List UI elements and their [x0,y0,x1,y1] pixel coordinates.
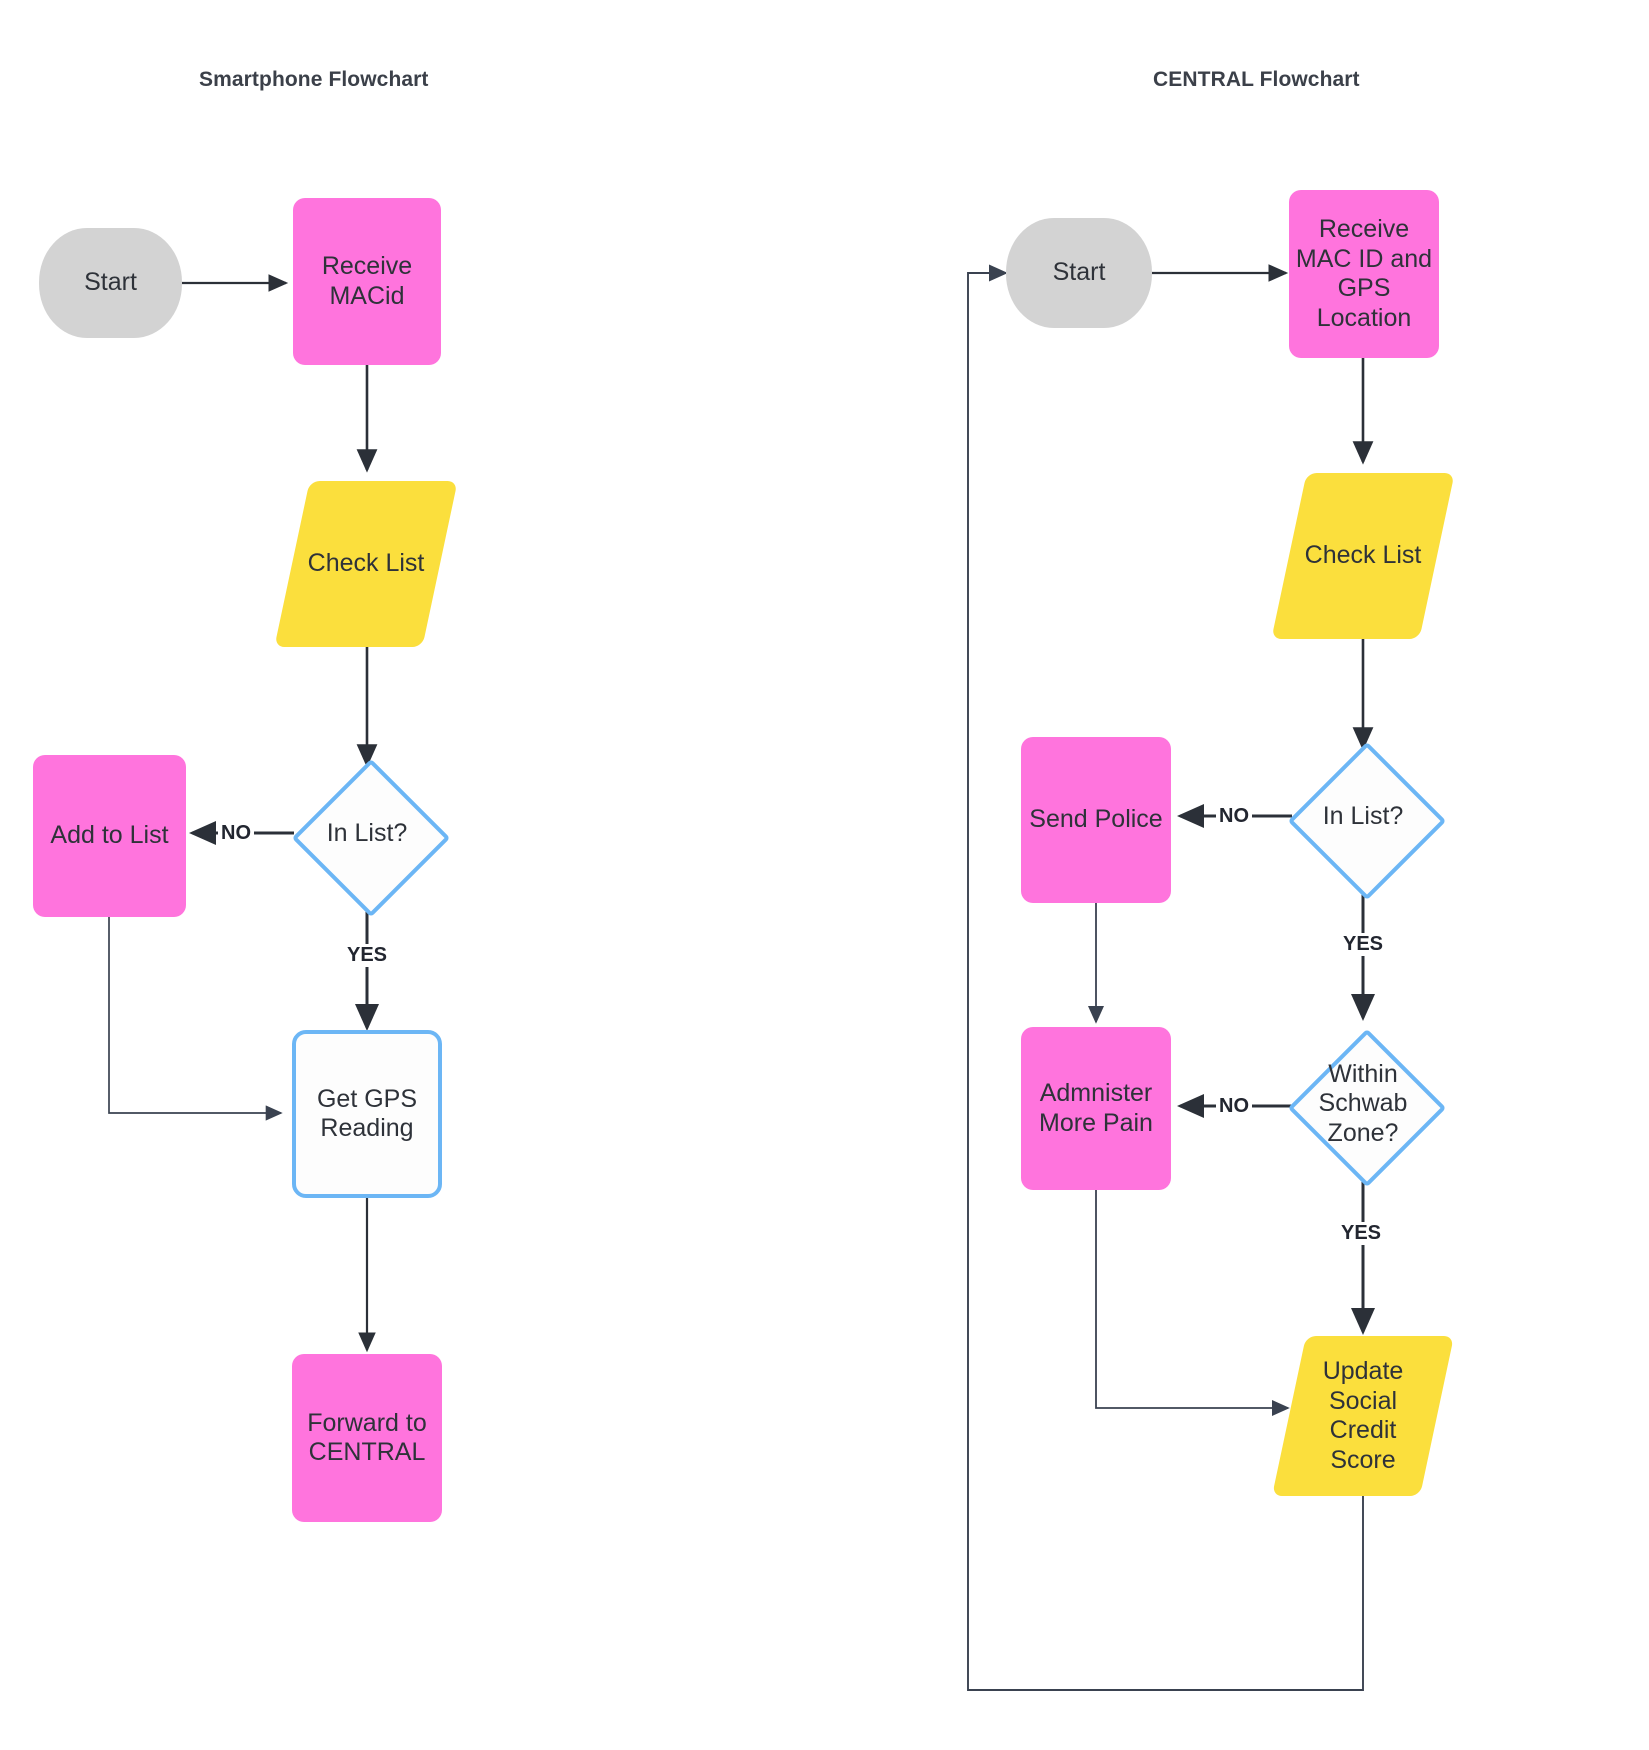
node-label: Admnister More Pain [1039,1079,1153,1137]
node-label: Forward to CENTRAL [307,1408,427,1467]
node-ct-within-schwab-zone-decision[interactable]: Within Schwab Zone? [1283,1028,1447,1188]
node-ct-check-list[interactable]: Check List [1271,473,1455,639]
node-label: Send Police [1029,805,1163,834]
node-label: Check List [307,549,425,578]
node-sp-in-list-decision[interactable]: In List? [287,758,451,918]
node-label: Get GPS Reading [316,1084,418,1143]
node-label: Check List [1304,541,1422,570]
panel-title-smartphone: Smartphone Flowchart [199,68,429,91]
node-sp-forward-to-central[interactable]: Forward to CENTRAL [292,1354,442,1522]
edge-ct-pain-to-score [1095,1190,1290,1417]
edge-label-ct-no-2: NO [1216,1095,1252,1118]
node-label: In List? [326,819,408,848]
node-label: Add to List [50,821,169,850]
edge-label-ct-yes-1: YES [1340,933,1387,956]
node-label: Update Social Credit Score [1322,1357,1404,1474]
node-sp-receive-macid[interactable]: Receive MACid [293,198,441,365]
edge-label-ct-no-1: NO [1216,805,1252,828]
edge-label-sp-no: NO [218,822,254,845]
node-sp-start[interactable]: Start [39,228,182,338]
node-ct-admnister-more-pain[interactable]: Admnister More Pain [1021,1027,1171,1190]
node-label: In List? [1322,802,1404,831]
node-ct-start[interactable]: Start [1006,218,1152,328]
edge-label-sp-yes: YES [344,944,391,967]
node-label: Start [1052,258,1106,287]
node-ct-send-police[interactable]: Send Police [1021,737,1171,903]
edge-label-ct-yes-2: YES [1338,1222,1385,1245]
edge-addtolist-to-getgps [108,917,283,1121]
panel-title-central: CENTRAL Flowchart [1153,68,1360,91]
node-sp-get-gps-reading[interactable]: Get GPS Reading [292,1030,442,1198]
node-sp-add-to-list[interactable]: Add to List [33,755,186,917]
node-ct-in-list-decision[interactable]: In List? [1283,741,1447,901]
node-ct-update-social-credit-score[interactable]: Update Social Credit Score [1271,1336,1455,1496]
node-label: Receive MACid [321,252,413,310]
node-ct-receive-mac-gps[interactable]: Receive MAC ID and GPS Location [1289,190,1439,358]
node-label: Start [84,268,137,297]
node-label: Receive MAC ID and GPS Location [1295,215,1433,332]
node-sp-check-list[interactable]: Check List [274,481,458,647]
node-label: Within Schwab Zone? [1318,1059,1408,1147]
